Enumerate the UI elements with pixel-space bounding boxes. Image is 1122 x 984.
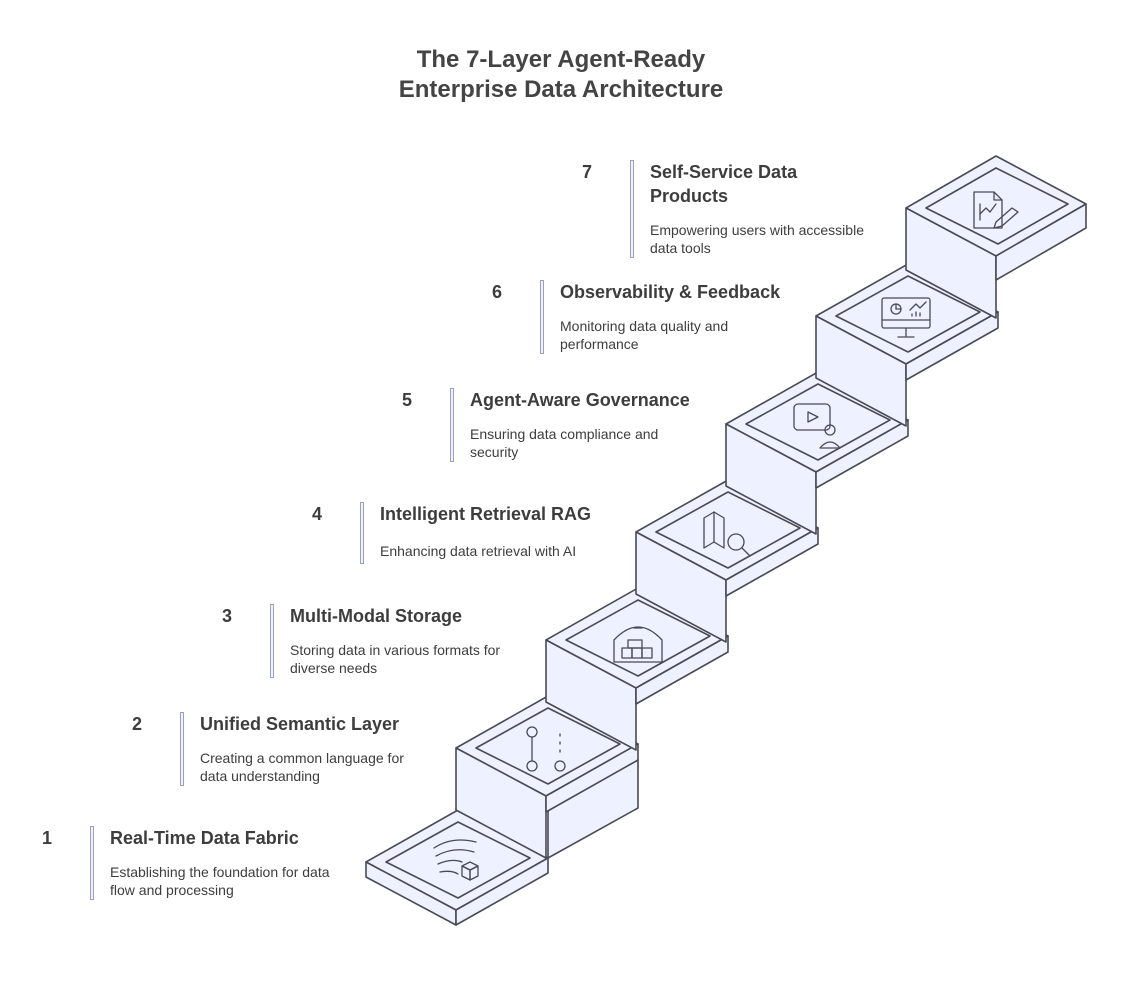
layer-4-description: Enhancing data retrieval with AI [380,543,577,559]
node-graph-icon [526,726,566,772]
layer-1-heading: Real-Time Data Fabric [110,828,299,848]
map-search-icon [703,511,751,557]
layer-2-description: Creating a common language for data unde… [200,750,404,784]
layer-5-number: 5 [402,390,413,410]
layer-6-heading: Observability & Feedback [560,282,781,302]
layer-5-accent-bar [450,388,454,462]
diagram-title: The 7-Layer Agent-Ready Enterprise Data … [0,45,1122,105]
layer-7-number: 7 [582,162,593,182]
layer-2-accent-bar [180,712,184,786]
layer-5-heading: Agent-Aware Governance [470,390,690,410]
layer-2-heading: Unified Semantic Layer [200,714,400,734]
layer-4-number: 4 [312,504,323,524]
layer-2-number: 2 [132,714,143,734]
layer-3-number: 3 [222,606,233,626]
layer-4-accent-bar [360,502,364,564]
layer-7-heading: Self-Service Data Products [650,162,798,206]
layer-5-description: Ensuring data compliance and security [470,426,659,460]
layer-3-description: Storing data in various formats for dive… [290,642,501,676]
layer-6-number: 6 [492,282,503,302]
layer-1-accent-bar [90,826,94,900]
layer-1-description: Establishing the foundation for data flo… [110,864,330,898]
document-edit-icon [973,191,1019,229]
data-flow-cube-icon [433,839,479,881]
layer-4-heading: Intelligent Retrieval RAG [380,504,592,524]
layer-6-accent-bar [540,280,544,354]
layer-6-description: Monitoring data quality and performance [560,318,729,352]
warehouse-icon [613,626,663,663]
layer-3-accent-bar [270,604,274,678]
monitor-chart-icon [881,297,931,338]
layer-7-description: Empowering users with accessible data to… [650,222,864,256]
title-line-1: The 7-Layer Agent-Ready [416,46,706,73]
layer-7-accent-bar [630,160,634,258]
layer-1-number: 1 [42,828,53,848]
stair-step-7 [905,155,1087,319]
layer-3-heading: Multi-Modal Storage [290,606,462,626]
video-user-icon [793,403,841,449]
title-line-2: Enterprise Data Architecture [398,76,724,103]
